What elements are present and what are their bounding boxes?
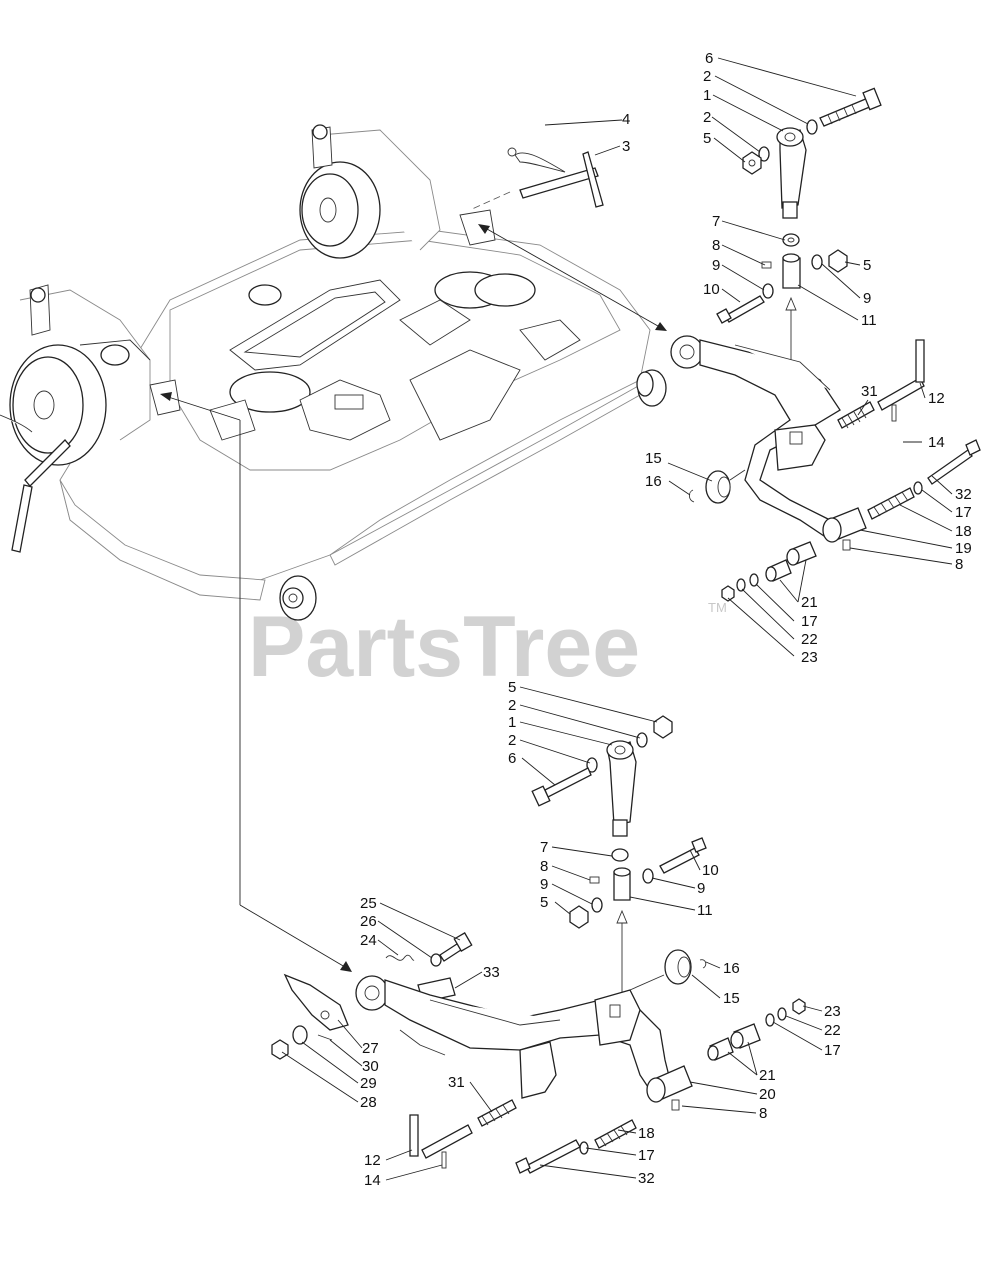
- callout-label: 5: [540, 894, 548, 911]
- callout-label: 9: [697, 880, 705, 897]
- callout-label: 31: [861, 383, 878, 400]
- callout-label: 28: [360, 1094, 377, 1111]
- callout-label: 23: [824, 1003, 841, 1020]
- watermark-text: PartsTree: [248, 599, 640, 695]
- callout-label: 12: [928, 390, 945, 407]
- callout-label: 8: [540, 858, 548, 875]
- callout-label: 2: [703, 68, 711, 85]
- upper-lift-arm-assembly: [670, 87, 981, 602]
- callout-label: 33: [483, 964, 500, 981]
- callout-label: 14: [928, 434, 945, 451]
- callout-label: 22: [824, 1022, 841, 1039]
- lower-lift-arm-assembly: [271, 715, 806, 1174]
- callout-label: 16: [645, 473, 662, 490]
- callout-label: 19: [955, 540, 972, 557]
- callout-label: 32: [955, 486, 972, 503]
- callout-label: 10: [702, 862, 719, 879]
- callout-label: 9: [540, 876, 548, 893]
- callout-label: 15: [645, 450, 662, 467]
- callout-label: 2: [703, 109, 711, 126]
- callout-label: 4: [622, 111, 630, 128]
- callout-label: 21: [759, 1067, 776, 1084]
- callout-label: 12: [364, 1152, 381, 1169]
- callout-label: 23: [801, 649, 818, 666]
- callout-label: 24: [360, 932, 377, 949]
- callout-label: 17: [824, 1042, 841, 1059]
- callout-label: 18: [955, 523, 972, 540]
- callout-label: 9: [863, 290, 871, 307]
- callout-label: 1: [508, 714, 516, 731]
- right-caster-wheel: [299, 124, 496, 259]
- callout-label: 11: [861, 312, 877, 329]
- callout-label: 17: [955, 504, 972, 521]
- callout-label: 5: [863, 257, 871, 274]
- callout-label: 29: [360, 1075, 377, 1092]
- callout-label: 1: [703, 87, 711, 104]
- callout-label: 9: [712, 257, 720, 274]
- callout-label: 5: [508, 679, 516, 696]
- callout-label: 16: [723, 960, 740, 977]
- callout-label: 20: [759, 1086, 776, 1103]
- callout-label: 8: [712, 237, 720, 254]
- callout-label: 18: [638, 1125, 655, 1142]
- callout-label: 8: [955, 556, 963, 573]
- callout-label: 7: [540, 839, 548, 856]
- callout-label: 26: [360, 913, 377, 930]
- callout-label: 22: [801, 631, 818, 648]
- callout-label: 5: [703, 130, 711, 147]
- callout-label: 8: [759, 1105, 767, 1122]
- reference-arrows: [160, 191, 667, 972]
- callout-label: 7: [712, 213, 720, 230]
- callout-label: 27: [362, 1040, 379, 1057]
- leader-lines: [281, 57, 953, 1181]
- callout-label: 32: [638, 1170, 655, 1187]
- callout-label: 2: [508, 732, 516, 749]
- left-caster-wheel: [9, 284, 151, 466]
- callout-label: 15: [723, 990, 740, 1007]
- callout-label: 25: [360, 895, 377, 912]
- callout-label: 31: [448, 1074, 465, 1091]
- callout-label: 30: [362, 1058, 379, 1075]
- watermark-trademark: TM: [708, 600, 727, 615]
- callout-label: 11: [697, 902, 713, 919]
- callout-label: 21: [801, 594, 818, 611]
- callout-label: 6: [705, 50, 713, 67]
- callout-labels: 6 2 1 2 5 7 8 9 10 5 9 11 4 3 31 12 14 1…: [360, 50, 972, 1189]
- callout-label: 14: [364, 1172, 381, 1189]
- callout-label: 17: [801, 613, 818, 630]
- callout-label: 3: [622, 138, 630, 155]
- callout-label: 2: [508, 697, 516, 714]
- callout-label: 10: [703, 281, 720, 298]
- callout-label: 6: [508, 750, 516, 767]
- mower-deck-illustration: [0, 124, 667, 621]
- callout-label: 17: [638, 1147, 655, 1164]
